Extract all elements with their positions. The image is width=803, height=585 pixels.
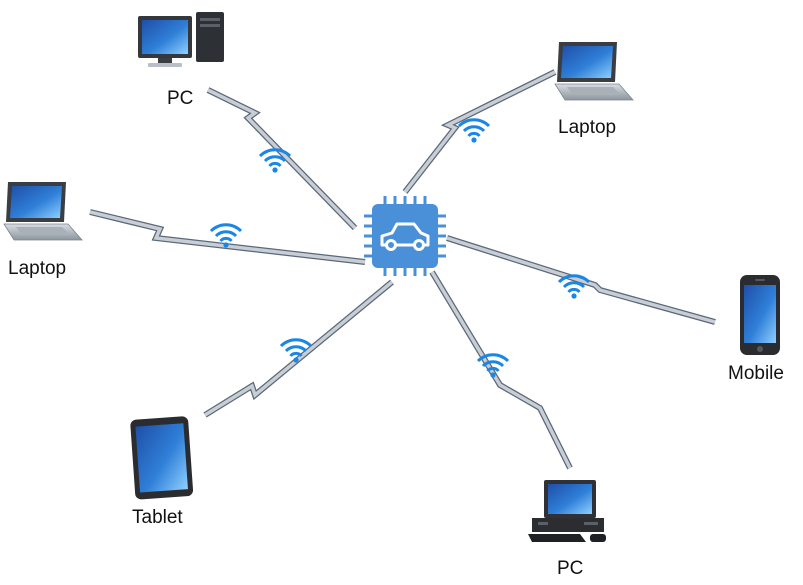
device-label-laptop-left: Laptop — [8, 258, 67, 279]
device-label-pc-top: PC — [167, 88, 194, 109]
desktop-pc-icon — [528, 480, 606, 542]
link-pc-bottom — [429, 270, 573, 470]
vehicle-ecu-chip-icon — [364, 196, 446, 276]
link-mobile — [446, 235, 716, 325]
device-label-pc-bottom: PC — [557, 558, 584, 579]
device-label-mobile: Mobile — [728, 363, 784, 384]
desktop-pc-icon — [138, 12, 224, 67]
device-label-laptop-top-right: Laptop — [558, 117, 617, 138]
link-pc-top — [206, 87, 358, 231]
wifi-icon — [476, 353, 510, 380]
link-tablet — [203, 279, 394, 418]
link-laptop-top-right — [402, 69, 557, 194]
wifi-icon — [258, 148, 292, 175]
tablet-icon — [130, 416, 194, 500]
device-label-tablet: Tablet — [132, 507, 183, 528]
mobile-phone-icon — [740, 275, 780, 355]
laptop-icon — [3, 181, 83, 241]
link-laptop-left — [89, 209, 366, 265]
wifi-icon — [457, 118, 491, 145]
laptop-icon — [554, 41, 634, 101]
